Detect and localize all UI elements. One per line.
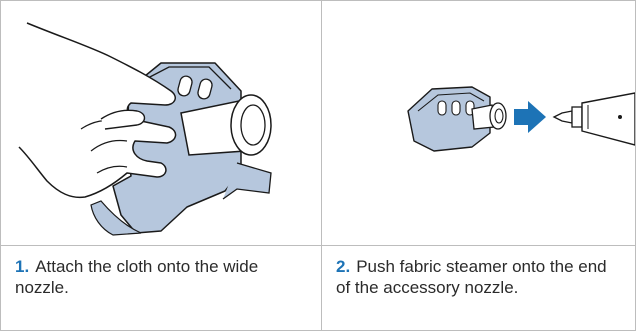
step-2-illustration-cell — [322, 1, 635, 246]
hand-with-nozzle-illustration — [1, 1, 321, 245]
step-2-text: Push fabric steamer onto the end of the … — [336, 257, 607, 297]
steamer-nozzle-illustration — [322, 1, 635, 245]
step-2-number: 2. — [336, 257, 350, 276]
step-1-illustration-cell — [1, 1, 322, 246]
step-1-number: 1. — [15, 257, 29, 276]
right-arrow-icon — [514, 101, 546, 133]
step-1-text: Attach the cloth onto the wide nozzle. — [15, 257, 258, 297]
step-2-caption-cell: 2.Push fabric steamer onto the end of th… — [322, 246, 635, 330]
step-1-caption: 1.Attach the cloth onto the wide nozzle. — [1, 246, 321, 309]
step-2-caption: 2.Push fabric steamer onto the end of th… — [322, 246, 635, 309]
step-1-caption-cell: 1.Attach the cloth onto the wide nozzle. — [1, 246, 322, 330]
